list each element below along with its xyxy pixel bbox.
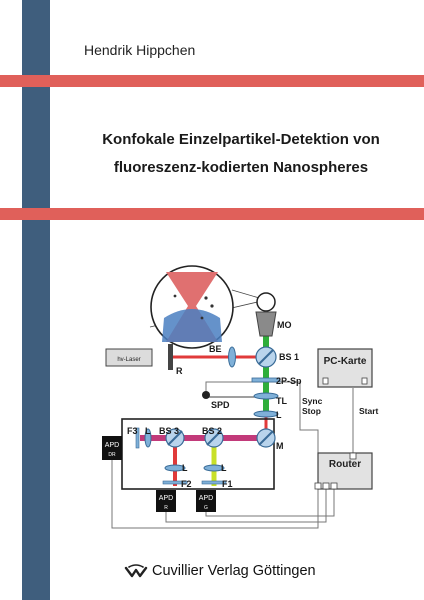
label-f3-lens: L (145, 426, 151, 436)
label-bs3: BS 3 (159, 426, 179, 436)
apd-dr-box (102, 436, 122, 460)
focus-cone-blue (162, 309, 222, 342)
apd-dr-label: APD (105, 442, 119, 449)
lens-l-icon (253, 410, 279, 418)
router-box (317, 452, 373, 490)
book-title-line-1: Konfokale Einzelpartikel-Detektion von (102, 131, 380, 148)
cable-r (165, 488, 327, 523)
middle-stripe (0, 208, 424, 220)
author-name: Hendrik Hippchen (84, 42, 196, 58)
apd-dr-sublabel: DR (108, 452, 116, 458)
router-label: Router (329, 459, 361, 470)
cable-sync (205, 381, 319, 458)
label-sync: Sync (302, 396, 323, 406)
label-mo: MO (277, 320, 292, 330)
lens-green-icon (203, 464, 225, 472)
cable-dr (111, 460, 319, 529)
filter-2p-sp-icon (251, 377, 281, 383)
filter-f1-icon (201, 480, 227, 485)
laser-label: hv-Laser (117, 357, 140, 363)
label-f3: F3 (127, 426, 138, 436)
tube-lens-icon (253, 392, 279, 400)
label-f1: F1 (222, 479, 233, 489)
top-stripe (0, 75, 424, 87)
lens-red-icon (164, 464, 186, 472)
filter-f2-icon (162, 480, 188, 485)
label-r: R (176, 366, 183, 376)
apd-g-box (196, 490, 216, 512)
sample-icon (256, 292, 276, 312)
publisher-logo-icon (124, 564, 148, 578)
left-color-bar (22, 0, 50, 600)
apd-r-box (156, 490, 176, 512)
label-be: BE (209, 344, 222, 354)
pc-card-label: PC-Karte (324, 356, 367, 367)
apd-g-sublabel: G (204, 505, 208, 511)
label-bs2: BS 2 (202, 426, 222, 436)
label-lens-red: L (182, 463, 188, 473)
apd-g-label: APD (199, 495, 213, 502)
label-lens-green: L (221, 463, 227, 473)
label-spd: SPD (211, 400, 230, 410)
label-f2: F2 (181, 479, 192, 489)
apd-r-sublabel: R (164, 505, 168, 511)
label-tl: TL (276, 396, 287, 406)
label-bs1: BS 1 (279, 352, 299, 362)
apd-r-label: APD (159, 495, 173, 502)
beam-expander-icon (228, 346, 236, 368)
label-m: M (276, 441, 284, 451)
shutter-r-icon (168, 344, 173, 370)
objective-icon (255, 311, 277, 337)
label-start: Start (359, 406, 379, 416)
publisher-name: Cuvillier Verlag Göttingen (152, 563, 316, 579)
lens-f3-icon (144, 428, 152, 448)
book-title-line-2: fluoreszenz-kodierten Nanospheres (113, 159, 369, 176)
spd-icon (202, 391, 210, 399)
cable-g (205, 488, 335, 517)
label-l: L (276, 410, 282, 420)
label-stop: Stop (302, 406, 321, 416)
laser-box (105, 348, 153, 367)
label-2p-sp: 2P-Sp (276, 376, 302, 386)
filter-f3-icon (135, 427, 140, 449)
